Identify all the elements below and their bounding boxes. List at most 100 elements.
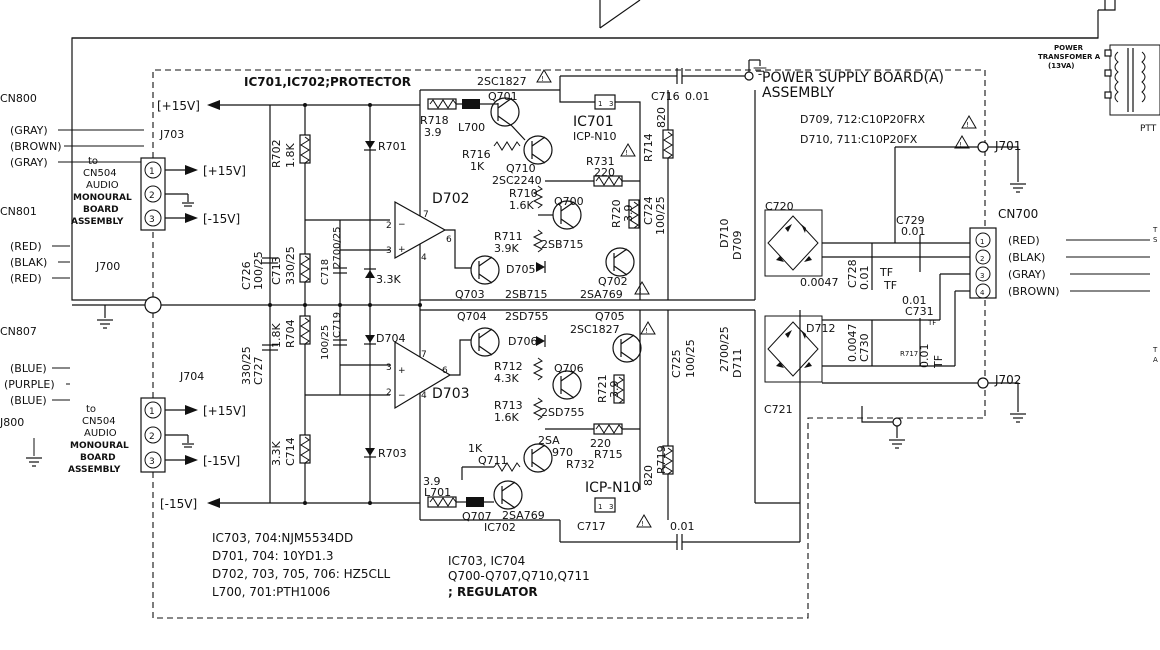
svg-text:1: 1 — [149, 167, 155, 177]
svg-text:3.9: 3.9 — [608, 381, 621, 399]
svg-text:R717: R717 — [900, 350, 918, 358]
svg-text:820: 820 — [642, 465, 655, 486]
resistor-r704: 3.3K C714 — [270, 434, 311, 466]
svg-text:0.01: 0.01 — [902, 294, 927, 307]
svg-text:C727: C727 — [252, 356, 265, 385]
svg-text:R704: R704 — [284, 319, 297, 348]
svg-text:1K: 1K — [468, 442, 483, 455]
svg-text:D710: D710 — [718, 219, 731, 248]
svg-text:MONOURAL: MONOURAL — [70, 441, 129, 451]
svg-text:3: 3 — [980, 272, 984, 280]
svg-text:100/25: 100/25 — [252, 251, 265, 290]
neg-15v-rail: [-15V] — [160, 497, 420, 511]
svg-text:C731: C731 — [905, 305, 934, 318]
svg-text:C730: C730 — [858, 333, 871, 362]
svg-text:R732: R732 — [566, 458, 595, 471]
cn700-connector: CN700 1 2 3 4 (RED) (BLAK) (GRAY) (BROWN… — [822, 207, 1150, 367]
j700-terminal — [144, 296, 162, 314]
svg-text:R701: R701 — [378, 140, 407, 153]
svg-text:C717: C717 — [577, 520, 606, 533]
svg-text:R713: R713 — [494, 399, 523, 412]
svg-text:D702: D702 — [432, 191, 470, 207]
pos-15v-rail: [+15V] — [157, 99, 420, 113]
note-line-3: D702, 703, 705, 706: HZ5CLL — [212, 567, 391, 581]
svg-text:2SD755: 2SD755 — [541, 406, 584, 419]
svg-text:TF: TF — [883, 279, 897, 292]
svg-text:0.01: 0.01 — [901, 225, 926, 238]
svg-text:C718: C718 — [320, 259, 331, 285]
svg-text:CN700: CN700 — [998, 207, 1038, 221]
svg-text:2SC1827: 2SC1827 — [477, 75, 527, 88]
bridge-d711: D712 C721 2700/25 D711 — [718, 310, 835, 504]
protector-note: IC701,IC702;PROTECTOR — [244, 75, 411, 89]
note-line-1: IC703, 704:NJM5534DD — [212, 531, 353, 545]
svg-text:[+15V]: [+15V] — [203, 404, 246, 418]
cn700-wire-1: (RED) — [1008, 234, 1040, 247]
svg-text:1.6K: 1.6K — [509, 199, 534, 212]
j701-terminal: J701 — [894, 139, 1027, 243]
cn807-wire-1: (BLUE) — [10, 362, 47, 375]
svg-text:1: 1 — [980, 238, 984, 246]
svg-text:1.6K: 1.6K — [494, 411, 519, 424]
svg-text:3: 3 — [609, 503, 613, 511]
svg-text:Q700: Q700 — [554, 195, 584, 208]
svg-text:1: 1 — [598, 100, 602, 108]
regulator-note-3: ; REGULATOR — [448, 585, 538, 599]
svg-text:330/25: 330/25 — [240, 346, 253, 385]
svg-text:2SC2240: 2SC2240 — [492, 174, 542, 187]
svg-text:S: S — [1153, 236, 1158, 244]
svg-text:3.9: 3.9 — [423, 475, 441, 488]
svg-text:Q701: Q701 — [488, 90, 518, 103]
svg-text:AUDIO: AUDIO — [86, 180, 119, 191]
svg-text:J702: J702 — [994, 373, 1021, 387]
svg-text:1.8K: 1.8K — [284, 143, 297, 168]
svg-text:!: ! — [641, 520, 644, 528]
svg-text:2SA769: 2SA769 — [502, 509, 545, 522]
svg-text:C720: C720 — [765, 200, 794, 213]
svg-text:C725: C725 — [670, 349, 683, 378]
svg-text:220: 220 — [590, 437, 611, 450]
svg-text:POWER: POWER — [1054, 44, 1084, 52]
resistor-r703: 1.8K R704 — [270, 315, 311, 348]
svg-text:IC701: IC701 — [573, 114, 614, 130]
diode-d703: D704 — [364, 332, 405, 345]
cn801-wire-2: (BLAK) — [10, 256, 47, 269]
svg-text:R716: R716 — [462, 148, 491, 161]
svg-text:CN807: CN807 — [0, 325, 37, 338]
svg-text:2: 2 — [386, 388, 392, 398]
svg-text:R721: R721 — [596, 374, 609, 403]
svg-text:0.0047: 0.0047 — [846, 324, 859, 363]
cn807-wire-3: (BLUE) — [10, 394, 47, 407]
svg-text:1.8K: 1.8K — [270, 323, 283, 348]
svg-text:AUDIO: AUDIO — [84, 428, 117, 439]
diode-spec-1: D709, 712:C10P20FRX — [800, 113, 925, 126]
svg-text:1: 1 — [598, 503, 602, 511]
svg-text:R719: R719 — [655, 445, 668, 474]
svg-text:+: + — [398, 245, 406, 255]
svg-text:C729: C729 — [896, 214, 925, 227]
note-line-4: L700, 701:PTH1006 — [212, 585, 330, 599]
svg-text:(13VA): (13VA) — [1048, 62, 1075, 70]
svg-text:6: 6 — [446, 235, 452, 245]
svg-text:Q702: Q702 — [598, 275, 628, 288]
board-title-line2: ASSEMBLY — [762, 85, 835, 101]
note-line-2: D701, 704: 10YD1.3 — [212, 549, 333, 563]
svg-text:BOARD: BOARD — [83, 205, 119, 215]
svg-text:3: 3 — [149, 215, 155, 225]
svg-text:Q710: Q710 — [506, 162, 536, 175]
svg-text:3.9: 3.9 — [622, 205, 635, 223]
svg-text:100/25: 100/25 — [684, 339, 697, 378]
svg-text:D711: D711 — [731, 349, 744, 378]
cn700-wire-2: (BLAK) — [1008, 251, 1045, 264]
svg-text:0.01: 0.01 — [685, 90, 710, 103]
svg-text:[-15V]: [-15V] — [203, 212, 240, 226]
svg-text:0.0047: 0.0047 — [800, 276, 839, 289]
svg-text:C714: C714 — [284, 437, 297, 466]
svg-text:PTT: PTT — [1140, 124, 1157, 134]
svg-text:L701: L701 — [424, 486, 451, 499]
j704-connector: J704 to CN504 AUDIO MONOURAL BOARD ASSEM… — [68, 370, 246, 475]
svg-text:CN801: CN801 — [0, 205, 37, 218]
svg-text:CN800: CN800 — [0, 92, 37, 105]
svg-text:4: 4 — [421, 391, 427, 401]
